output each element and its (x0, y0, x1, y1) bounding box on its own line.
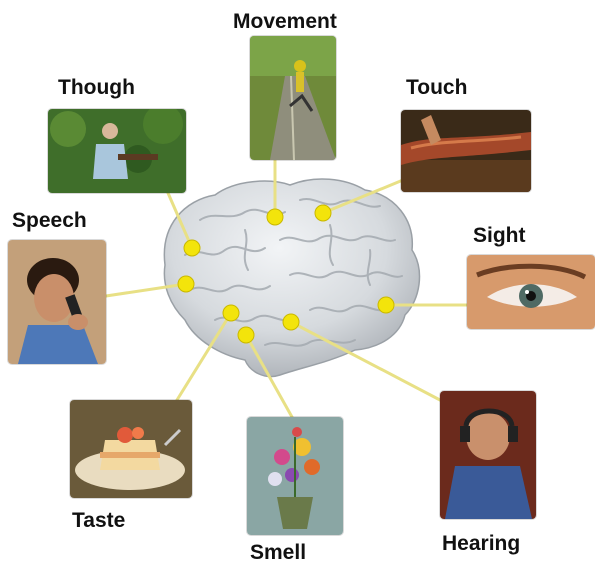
touch-connector-line (321, 178, 405, 215)
speech-node (177, 275, 195, 293)
thought-photo (48, 109, 186, 193)
speech-photo (8, 240, 106, 364)
touch-node (314, 204, 332, 222)
sight-photo (467, 255, 595, 329)
taste-node (222, 304, 240, 322)
touch-label: Touch (406, 76, 468, 99)
smell-node (237, 326, 255, 344)
connector-lines (104, 158, 469, 419)
hearing-connector-line (289, 320, 442, 402)
speech-label: Speech (12, 209, 87, 232)
touch-photo (401, 110, 531, 192)
taste-label: Taste (72, 509, 126, 532)
smell-label: Smell (250, 541, 307, 564)
thought-node (183, 239, 201, 257)
taste-photo (70, 400, 192, 498)
connector-nodes (177, 204, 395, 344)
thought-label: Though (58, 76, 135, 99)
smell-connector-line (244, 333, 294, 419)
sight-node (377, 296, 395, 314)
movement-node (266, 208, 284, 226)
brain-illustration (163, 178, 421, 378)
sight-label: Sight (473, 224, 526, 247)
thought-connector-line (166, 191, 194, 250)
smell-photo (247, 417, 343, 535)
speech-connector-line (104, 282, 188, 298)
hearing-node (282, 313, 300, 331)
hearing-label: Hearing (442, 532, 521, 555)
hearing-photo (440, 391, 536, 519)
movement-photo (250, 36, 336, 160)
movement-label: Movement (233, 10, 337, 33)
taste-connector-line (175, 311, 233, 402)
